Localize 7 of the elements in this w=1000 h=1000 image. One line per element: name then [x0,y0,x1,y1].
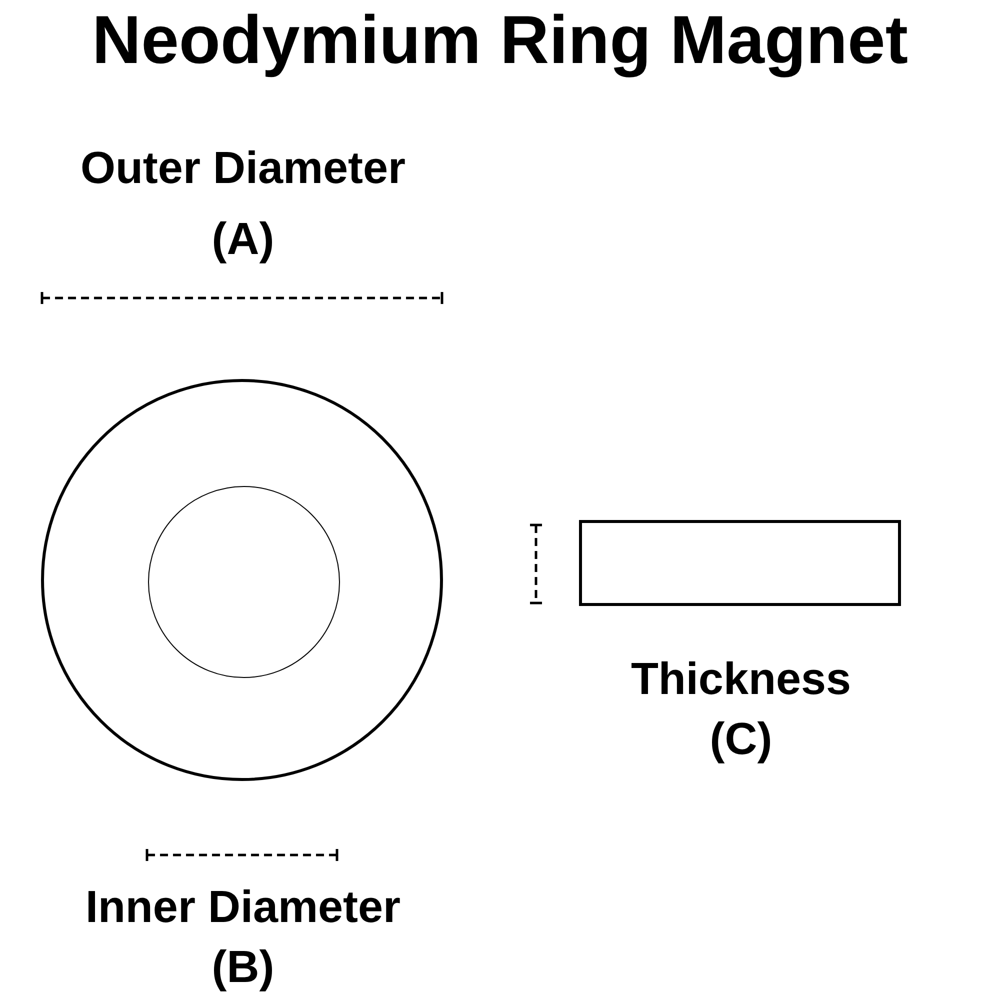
dimension-label: Outer Diameter [80,145,406,190]
dimension-label: (A) [212,216,274,261]
side-view-rectangle [579,520,901,606]
dimension-label: (C) [710,716,772,761]
dimension-label: (B) [212,944,274,989]
dimension-label: Inner Diameter [85,884,401,929]
dimension-label: Thickness [630,656,852,701]
